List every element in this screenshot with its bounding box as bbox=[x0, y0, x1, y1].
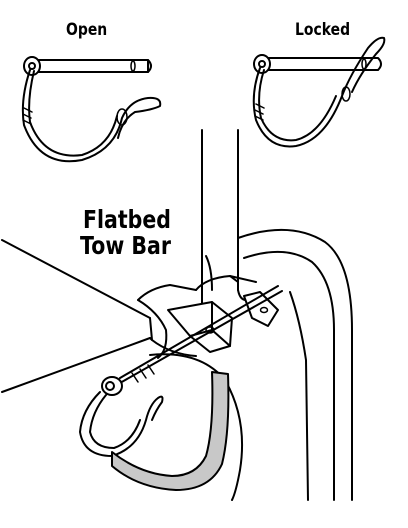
strap bbox=[111, 371, 230, 491]
strap-band bbox=[111, 371, 230, 491]
mounting-bracket bbox=[167, 291, 279, 353]
lynch-bale-icon bbox=[79, 391, 164, 457]
tire bbox=[149, 229, 353, 501]
flatbed-deck bbox=[1, 239, 197, 393]
label-locked: Locked bbox=[295, 20, 351, 40]
tow-bar-post bbox=[201, 129, 247, 313]
label-tow-bar: Tow Bar bbox=[80, 231, 171, 260]
hitch-pin-icon bbox=[101, 285, 283, 396]
locked-pin-icon bbox=[252, 36, 386, 148]
open-pin-icon bbox=[21, 56, 162, 163]
label-flatbed: Flatbed bbox=[83, 205, 171, 234]
label-open: Open bbox=[66, 20, 108, 40]
